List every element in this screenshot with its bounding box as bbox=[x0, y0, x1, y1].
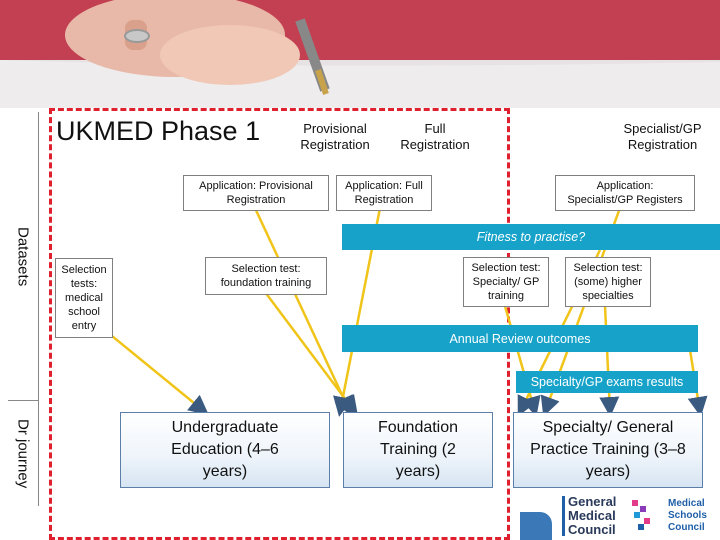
exams-results-banner: Specialty/GP exams results bbox=[516, 371, 698, 393]
gmc-logo-text: General Medical Council bbox=[568, 494, 617, 537]
footer-accent bbox=[520, 512, 552, 540]
msc-logo-mark bbox=[632, 500, 650, 530]
annual-review-banner: Annual Review outcomes bbox=[342, 325, 698, 352]
datasets-label: Datasets bbox=[8, 112, 39, 402]
application-provisional: Application: Provisional Registration bbox=[183, 175, 329, 211]
selection-foundation: Selection test: foundation training bbox=[205, 257, 327, 295]
fitness-to-practise-banner: Fitness to practise? bbox=[342, 224, 720, 250]
arrow-foundation-test bbox=[264, 291, 358, 416]
arrow-prov-to-foundation bbox=[253, 207, 353, 417]
stage-full: Full Registration bbox=[400, 121, 470, 152]
journey-undergraduate: Undergraduate Education (4–6 years) bbox=[120, 412, 330, 488]
stage-specialist: Specialist/GP Registration bbox=[623, 121, 702, 152]
page-title: UKMED Phase 1 bbox=[56, 116, 261, 146]
arrow-specialty-test bbox=[503, 305, 541, 417]
hand-writing-illustration bbox=[0, 0, 720, 108]
msc-logo-text: Medical Schools Council bbox=[668, 498, 707, 533]
msc-logo: Medical Schools Council bbox=[630, 494, 720, 538]
application-full: Application: Full Registration bbox=[336, 175, 432, 211]
dr-journey-label: Dr journey bbox=[8, 400, 39, 506]
journey-specialty: Specialty/ General Practice Training (3–… bbox=[513, 412, 703, 488]
ukmed-phase1-frame bbox=[49, 108, 510, 540]
gmc-logo-bar bbox=[562, 496, 565, 536]
gmc-logo: General Medical Council bbox=[562, 494, 642, 538]
application-specialist: Application: Specialist/GP Registers bbox=[555, 175, 695, 211]
selection-specialty: Selection test: Specialty/ GP training bbox=[463, 257, 549, 307]
selection-school-entry: Selection tests: medical school entry bbox=[55, 258, 113, 338]
arrow-higher-test bbox=[599, 305, 620, 417]
journey-foundation: Foundation Training (2 years) bbox=[343, 412, 493, 488]
stage-provisional: Provisional Registration bbox=[300, 121, 370, 152]
selection-higher: Selection test: (some) higher specialtie… bbox=[565, 257, 651, 307]
header-photo bbox=[0, 0, 720, 108]
